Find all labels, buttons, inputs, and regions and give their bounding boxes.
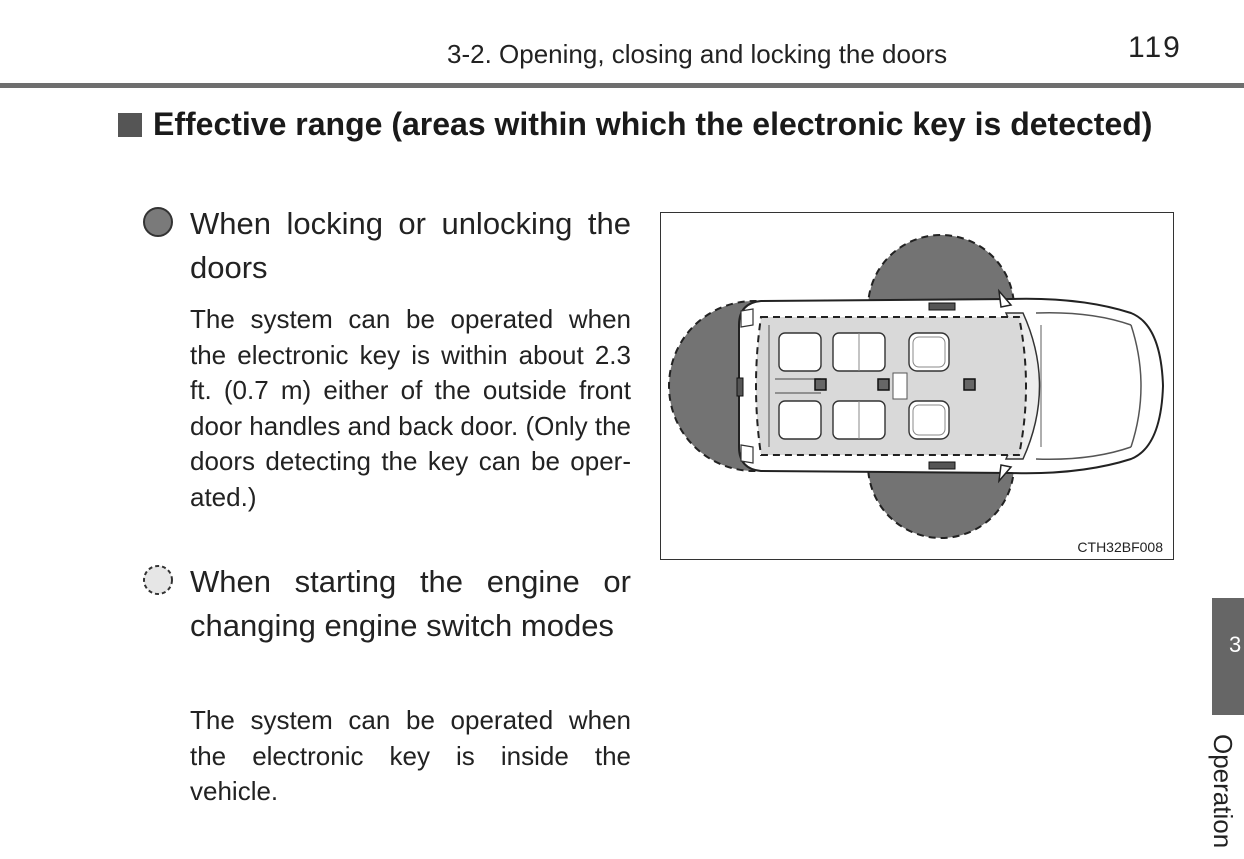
solid-gray-circle-icon xyxy=(143,207,173,237)
vehicle-top-view-illustration xyxy=(668,234,1165,539)
item-locking-title: When locking or unlocking the doors xyxy=(190,206,631,285)
antenna-marker xyxy=(877,378,890,391)
antenna-marker xyxy=(963,378,976,391)
section-heading: Effective range (areas within which the … xyxy=(153,106,1153,142)
header-title: 3-2. Opening, closing and locking the do… xyxy=(447,39,948,69)
item-locking-body: The system can be operated when the elec… xyxy=(190,304,631,512)
door-handle xyxy=(928,461,956,470)
chapter-tab-label: Operation xyxy=(1208,734,1238,849)
vehicle-range-figure: CTH32BF008 xyxy=(660,212,1174,560)
chapter-tab[interactable] xyxy=(1212,598,1244,715)
chapter-tab-number: 3 xyxy=(1229,632,1242,657)
header-rule xyxy=(0,83,1244,88)
back-door-handle xyxy=(736,377,744,397)
figure-id: CTH32BF008 xyxy=(1077,539,1163,555)
interior-range-area xyxy=(755,316,1027,456)
door-handle xyxy=(928,302,956,311)
item-engine-body: The system can be operated when the elec… xyxy=(190,705,631,806)
antenna-marker xyxy=(814,378,827,391)
item-engine-title: When starting the engine or changing eng… xyxy=(190,564,631,643)
section-square-icon xyxy=(118,113,142,137)
dashed-light-circle-icon xyxy=(143,565,173,595)
page-number: 119 xyxy=(1128,31,1182,64)
